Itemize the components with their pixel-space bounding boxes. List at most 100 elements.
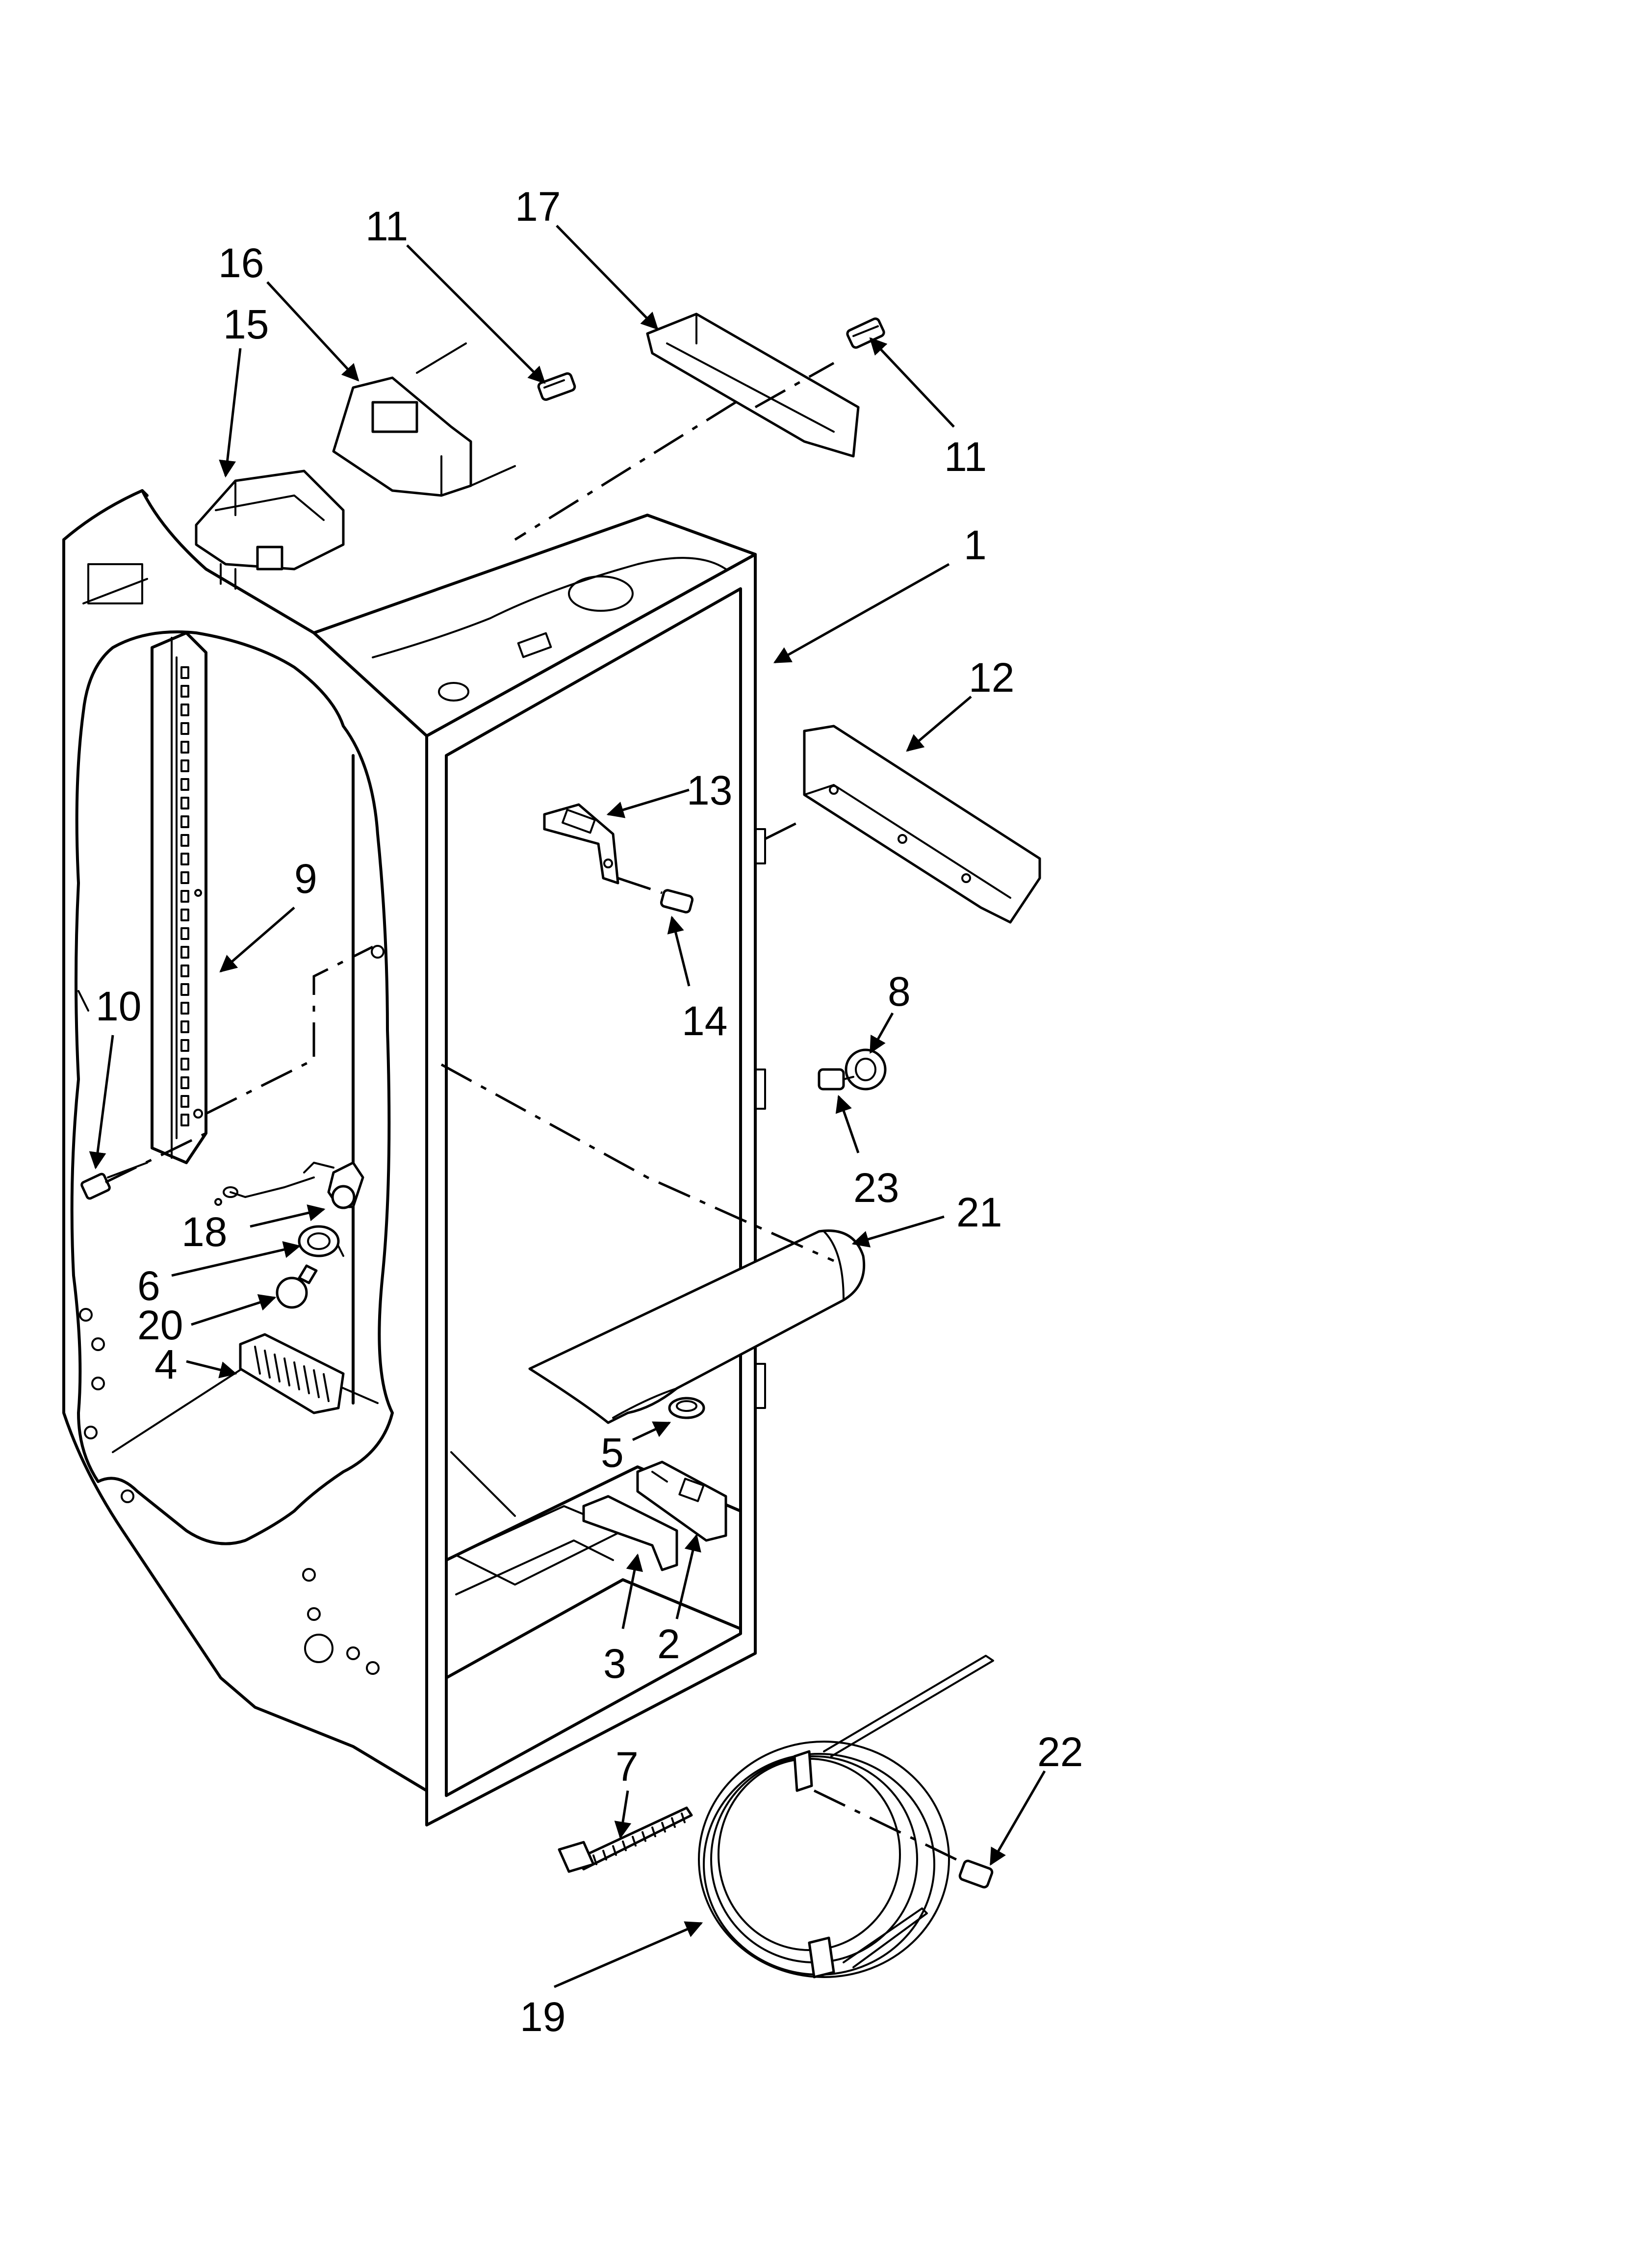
leader-22 [989, 1770, 1046, 1866]
callout-14: 14 [682, 998, 727, 1044]
grille-slat [283, 1357, 290, 1386]
callout-11-left: 11 [365, 203, 408, 249]
callout-19: 19 [520, 1994, 565, 2040]
callout-13: 13 [687, 767, 732, 813]
ladder-slot [180, 685, 189, 698]
leader-19 [554, 1921, 703, 1988]
leader-11-right [869, 337, 955, 428]
callout-5: 5 [601, 1430, 624, 1476]
top-trim-channel [646, 313, 860, 458]
grille-slat [313, 1369, 320, 1398]
tie-ridge [671, 1817, 676, 1828]
tie-ridge [632, 1836, 637, 1847]
ladder-slot [180, 853, 189, 865]
grille-slat [274, 1354, 281, 1382]
wire-harness-19 [698, 1655, 994, 1979]
tie-ridge [681, 1812, 686, 1824]
ladder-slot [180, 815, 189, 828]
ladder-slot [180, 1114, 189, 1126]
leader-17 [556, 225, 659, 330]
leader-20 [191, 1294, 277, 1326]
grille-slat [303, 1365, 310, 1394]
leader-16 [266, 281, 359, 382]
ladder-slot [180, 722, 189, 735]
leader-3 [621, 1553, 643, 1629]
ladder-slot [180, 797, 189, 809]
mounting-bracket-13 [543, 803, 619, 885]
ladder-slot [180, 1095, 189, 1108]
callout-3: 3 [603, 1641, 626, 1687]
callout-22: 22 [1037, 1729, 1083, 1775]
leader-7 [614, 1790, 632, 1839]
ladder-slot [180, 1058, 189, 1070]
light-socket-18 [214, 1161, 364, 1209]
leader-12 [906, 696, 972, 752]
callout-20: 20 [137, 1302, 183, 1348]
callout-11-right: 11 [944, 434, 987, 480]
callout-2: 2 [657, 1621, 680, 1667]
callout-10: 10 [96, 983, 141, 1029]
leader-21 [851, 1215, 945, 1248]
ladder-slot [180, 778, 189, 791]
ladder-slot [180, 1076, 189, 1089]
screw-23 [818, 1068, 854, 1091]
leader-15 [219, 348, 242, 478]
rail-mount-hole [371, 945, 385, 959]
leader-13 [606, 788, 690, 818]
callout-7: 7 [616, 1744, 639, 1790]
tie-ridge [592, 1854, 597, 1865]
control-bracket [332, 342, 516, 497]
ladder-slot [180, 1020, 189, 1033]
ladder-slot [180, 909, 189, 921]
leader-lines [89, 225, 1046, 1988]
callout-21: 21 [956, 1189, 1002, 1235]
callout-23: 23 [853, 1165, 899, 1211]
callout-4: 4 [154, 1341, 178, 1387]
tie-ridge [641, 1831, 646, 1842]
leader-9 [219, 907, 295, 973]
callout-15: 15 [223, 301, 269, 347]
grille-slat [293, 1361, 300, 1390]
socket-6 [298, 1225, 344, 1257]
tie-ridge [602, 1850, 607, 1861]
ladder-slot [180, 704, 189, 716]
tie-ridge [612, 1845, 617, 1856]
cable-tie-7 [558, 1806, 693, 1873]
grille-slat [264, 1350, 271, 1379]
tie-ridge [661, 1822, 666, 1833]
leader-4 [186, 1360, 237, 1379]
screw-14 [660, 889, 694, 913]
ladder-slot [180, 759, 189, 772]
callout-9: 9 [294, 856, 317, 902]
fastener-8 [845, 1048, 887, 1091]
shelf-ladder-rail [151, 631, 207, 1164]
ladder-slot [180, 1002, 189, 1015]
light-bulb-20 [276, 1264, 318, 1309]
ladder-slot [180, 741, 189, 754]
bracket-2 [636, 1460, 727, 1542]
screw-10 [80, 1162, 148, 1200]
ladder-slot [180, 946, 189, 959]
tie-ridge [622, 1840, 627, 1851]
callout-6: 6 [137, 1263, 160, 1309]
ladder-slot [180, 834, 189, 847]
ladder-slot [180, 1039, 189, 1052]
callout-8: 8 [888, 968, 911, 1015]
leader-11-left [406, 244, 546, 384]
grille-slat [323, 1373, 330, 1402]
ladder-slot [180, 890, 189, 903]
leader-14 [667, 915, 691, 987]
ladder-slot [180, 927, 189, 940]
vent-grille-4 [239, 1333, 345, 1414]
grille-slat [254, 1346, 261, 1375]
screw-11-right [846, 317, 885, 349]
air-duct-21 [528, 1229, 866, 1424]
callout-12: 12 [969, 654, 1014, 701]
tie-ridge [651, 1826, 656, 1837]
callout-1: 1 [964, 522, 987, 568]
callout-labels: 1 2 3 4 5 6 7 8 9 10 11 11 12 13 14 15 1… [96, 183, 1083, 2040]
leader-5 [632, 1421, 671, 1441]
ladder-slot [180, 983, 189, 996]
side-trim-channel [803, 725, 1041, 924]
ladder-slot [180, 965, 189, 977]
